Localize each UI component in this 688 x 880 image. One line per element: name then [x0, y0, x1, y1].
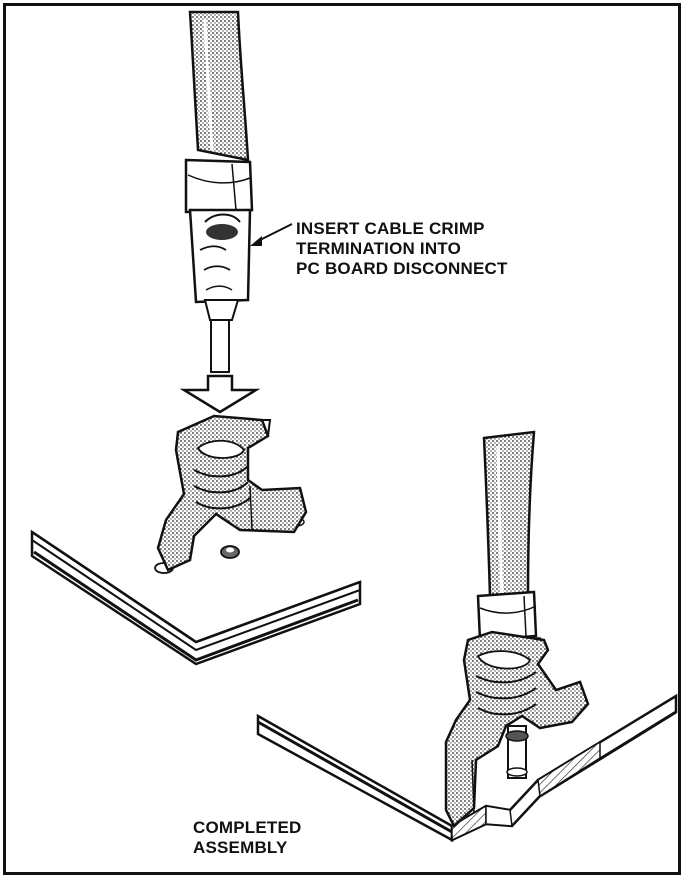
pc-board-right	[256, 693, 678, 843]
illustration-frame	[3, 3, 681, 875]
instruction-line-3: PC BOARD DISCONNECT	[296, 259, 508, 278]
cable-lower	[482, 430, 536, 598]
caption-line-1: COMPLETED	[193, 818, 302, 837]
insert-instruction-label: INSERT CABLE CRIMP TERMINATION INTO PC B…	[296, 219, 508, 279]
instruction-line-2: TERMINATION INTO	[296, 239, 462, 258]
crimp-sleeve	[184, 158, 254, 214]
caption-line-2: ASSEMBLY	[193, 838, 288, 857]
instruction-line-1: INSERT CABLE CRIMP	[296, 219, 485, 238]
pc-board-disconnect-installed	[444, 630, 590, 829]
crimp-termination	[188, 208, 252, 373]
callout-leader	[250, 223, 293, 246]
cable-upper	[188, 10, 250, 162]
insert-arrow-icon	[179, 374, 261, 414]
pc-board-left	[30, 517, 362, 666]
completed-assembly-label: COMPLETED ASSEMBLY	[193, 818, 302, 858]
pc-board-disconnect-left	[156, 414, 308, 572]
